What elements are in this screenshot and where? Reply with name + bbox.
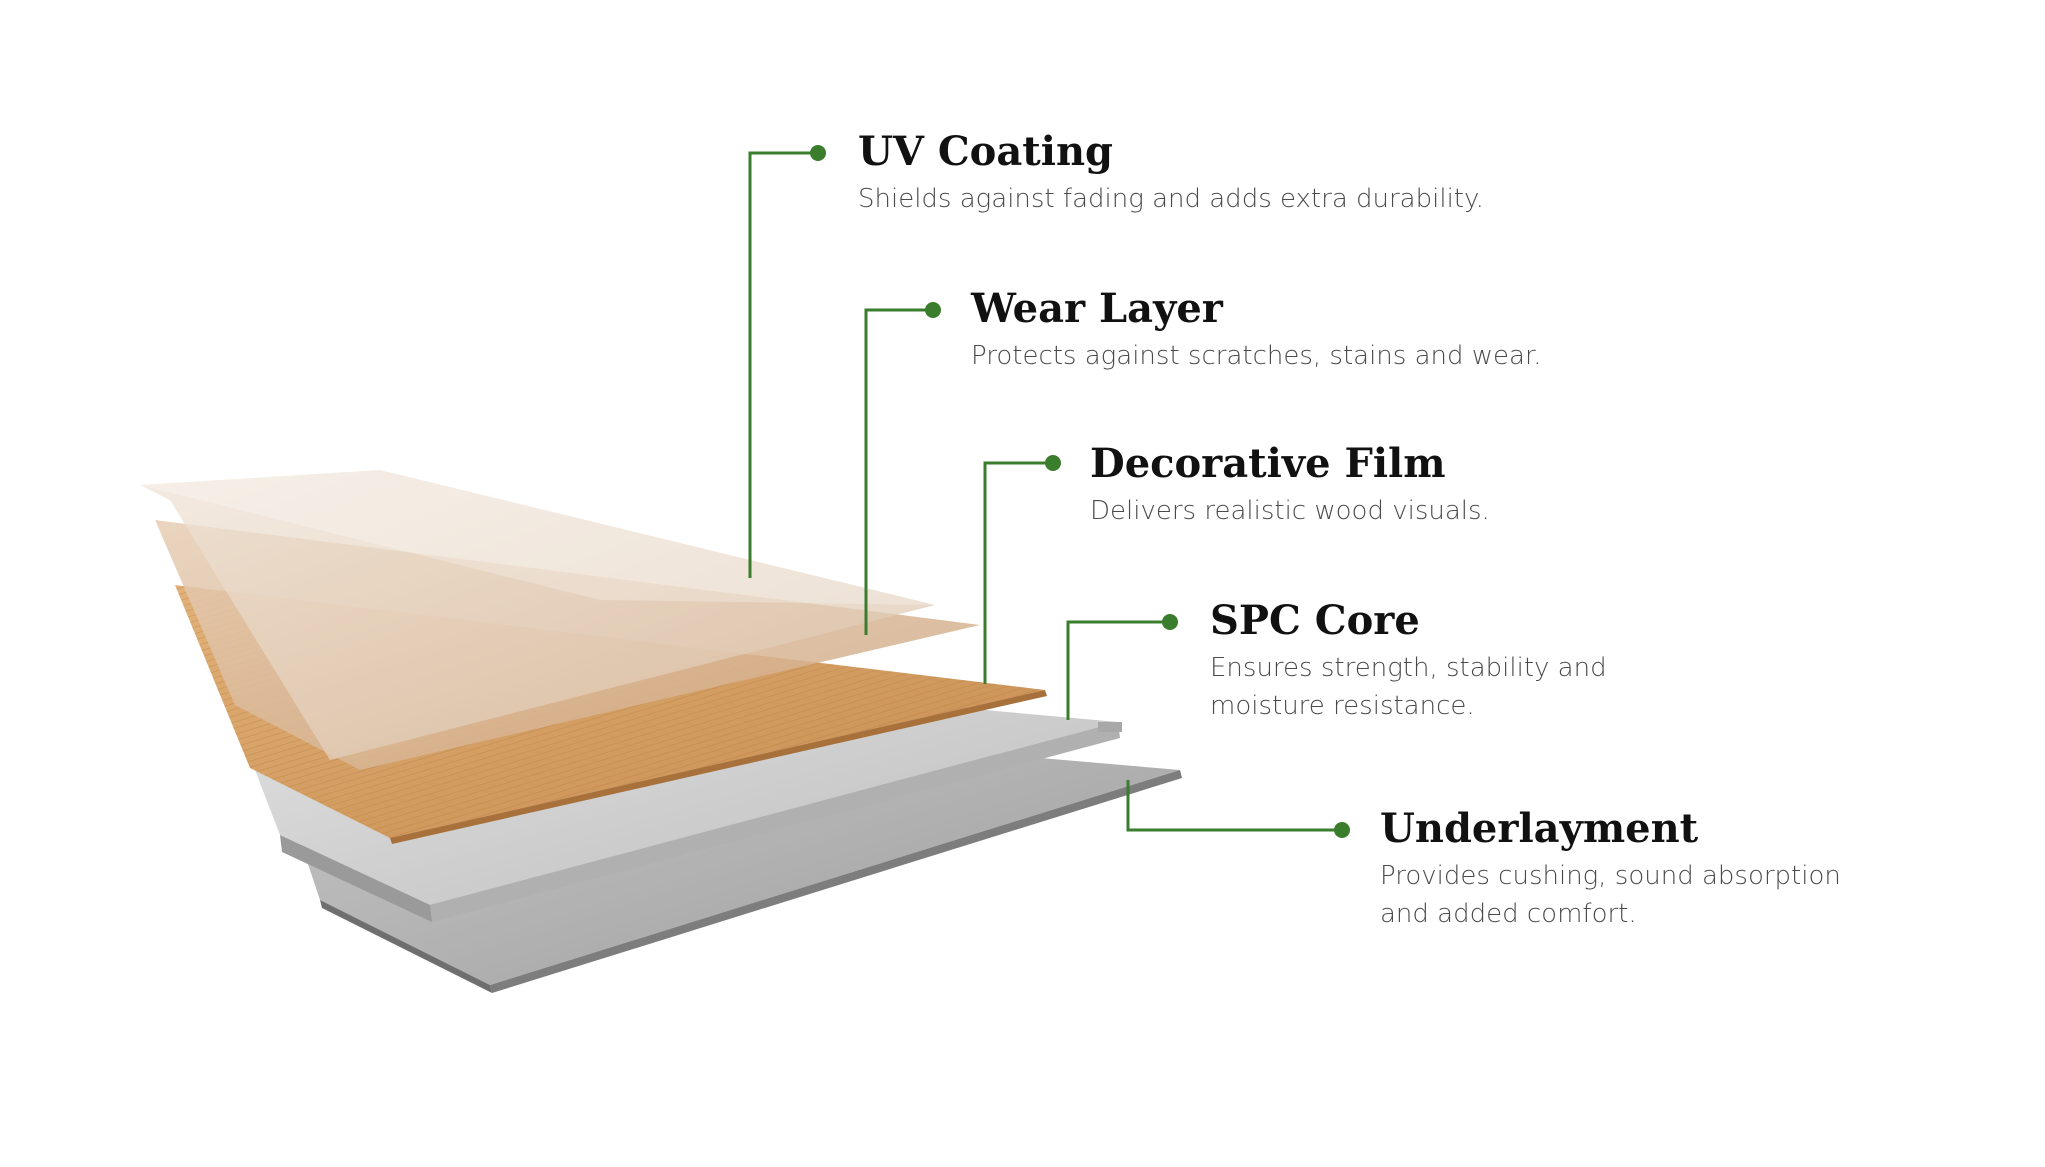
uv-coating-leader-line: [748, 151, 818, 578]
spc-core-description: Ensures strength, stability and moisture…: [1210, 653, 1607, 721]
underlayment-edge: [320, 900, 492, 993]
spc-core-title: SPC Core: [1210, 597, 1420, 644]
decorative-film-leader-dot: [1045, 455, 1061, 471]
underlayment-leader-line: [1126, 780, 1342, 832]
uv-coating-layer: [140, 470, 935, 760]
leader-lines: [748, 145, 1350, 838]
uv-coating-description: Shields against fading and adds extra du…: [858, 184, 1484, 214]
uv-coating-title: UV Coating: [858, 128, 1113, 175]
decorative-film-description: Delivers realistic wood visuals.: [1090, 496, 1490, 526]
underlayment-leader-dot: [1334, 822, 1350, 838]
wear-layer-title: Wear Layer: [971, 285, 1223, 332]
spc-core-notch: [1098, 722, 1122, 732]
spc-core-edge: [430, 722, 1120, 922]
spc-core-leader-dot: [1162, 614, 1178, 630]
underlayment-title: Underlayment: [1380, 805, 1699, 852]
wear-layer-leader-dot: [925, 302, 941, 318]
decorative-film-leader-line: [983, 461, 1053, 684]
decorative-film-title: Decorative Film: [1090, 440, 1446, 487]
underlayment-description: Provides cushing, sound absorption and a…: [1380, 861, 1841, 929]
uv-coating-highlight: [140, 470, 935, 605]
wear-layer-leader-line: [864, 308, 933, 635]
spc-core-side: [280, 835, 432, 922]
uv-coating-leader-dot: [810, 145, 826, 161]
underlayment-front-edge: [490, 770, 1182, 993]
wear-layer-description: Protects against scratches, stains and w…: [971, 341, 1542, 371]
decorative-film-edge: [390, 690, 1047, 844]
spc-core-leader-line: [1066, 620, 1170, 720]
